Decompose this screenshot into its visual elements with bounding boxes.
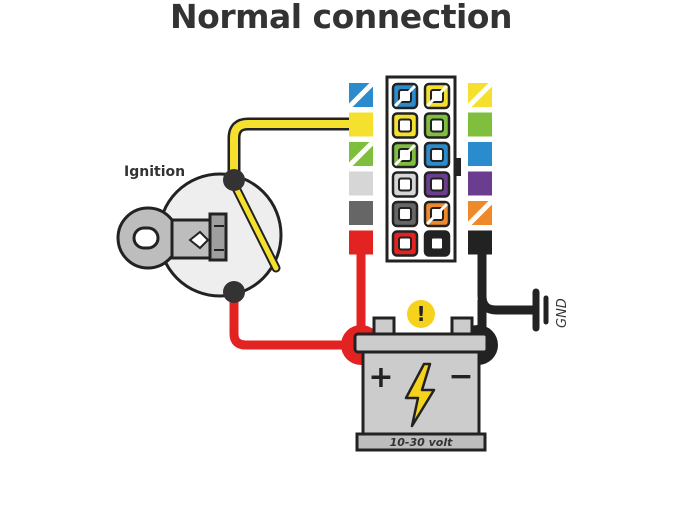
connector-cell-left-3 [391,141,419,169]
gnd-label: GND [555,298,570,328]
connector-cell-right-1 [423,82,451,110]
ignition-key-icon [116,169,283,303]
right-pin-4 [468,171,492,196]
battery-minus-label: − [448,359,473,394]
wires [227,117,536,350]
battery-icon [341,316,498,452]
left-pin-3 [347,140,375,168]
connector-cell-right-2 [423,112,451,139]
connector-cell-right-3 [423,141,451,169]
lightning-bolt-icon [404,362,436,428]
yellow-wire [227,117,353,180]
right-pin-6 [468,230,492,255]
connector-right-pins [466,81,494,255]
diagram-title: Normal connection [170,0,512,36]
connector-cell-left-2 [391,112,419,139]
connector-icon [385,75,461,263]
battery-voltage-label: 10-30 volt [390,436,454,449]
right-pin-3 [468,142,492,166]
connector-cell-left-4 [391,171,419,198]
connector-cell-left-1 [391,82,419,110]
right-pin-2 [468,112,492,137]
left-pin-6 [349,230,373,255]
warning-icon [407,300,435,328]
connector-left-pins [347,81,375,255]
right-pin-5 [466,199,494,227]
connector-cell-left-6 [391,230,419,257]
left-pin-1 [347,81,375,109]
ignition-label: Ignition [124,164,185,180]
left-pin-2 [349,112,373,137]
connector-cell-right-4 [423,171,451,198]
battery-plus-label: + [368,360,393,395]
ground-symbol-icon [532,288,549,332]
connector-cell-right-6 [423,230,451,257]
connector-cell-right-5 [423,200,451,228]
connector-cell-left-5 [391,200,419,228]
warning-mark: ! [416,302,425,326]
left-pin-5 [349,201,373,225]
right-pin-1 [466,81,494,109]
left-pin-4 [349,171,373,196]
